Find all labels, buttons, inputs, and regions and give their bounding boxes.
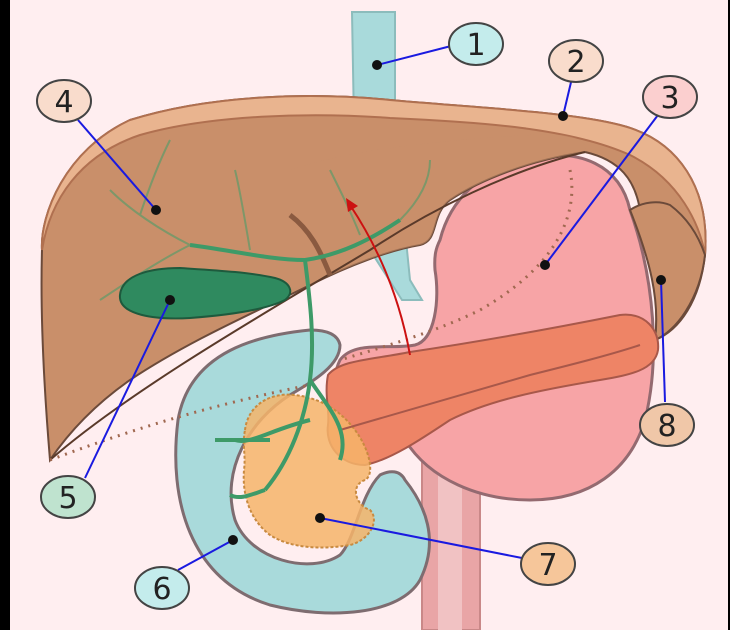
label-1: 1 bbox=[448, 22, 504, 66]
leader-dot-6 bbox=[228, 535, 238, 545]
label-7: 7 bbox=[520, 542, 576, 586]
label-5: 5 bbox=[40, 475, 96, 519]
red-arrow bbox=[349, 204, 411, 356]
label-8: 8 bbox=[639, 403, 695, 447]
leader-dot-2 bbox=[558, 111, 568, 121]
leader-dot-7 bbox=[315, 513, 325, 523]
aorta-inner bbox=[438, 450, 462, 630]
label-2-bubble bbox=[548, 39, 604, 83]
digestive-organs-diagram: 1 2 3 4 5 6 7 8 bbox=[36, 11, 707, 630]
label-3-bubble bbox=[642, 75, 698, 119]
leader-line-6 bbox=[177, 539, 234, 571]
liver-capsule bbox=[40, 95, 707, 256]
liver-fissure bbox=[49, 151, 586, 461]
pancreatic-duct bbox=[339, 344, 641, 431]
label-1-text: 1 bbox=[466, 28, 485, 63]
label-2: 2 bbox=[548, 39, 604, 83]
leader-dot-5 bbox=[165, 295, 175, 305]
label-8-bubble bbox=[639, 403, 695, 447]
bile-duct-tree bbox=[189, 218, 402, 500]
dotted-outline bbox=[49, 169, 574, 462]
liver-right-lobe bbox=[628, 201, 707, 342]
label-7-text: 7 bbox=[538, 548, 557, 583]
liver-overlay bbox=[290, 134, 586, 290]
red-arrow-head bbox=[346, 198, 358, 212]
label-7-bubble bbox=[520, 542, 576, 586]
leader-line-4 bbox=[77, 119, 157, 211]
liver-vessel-branches bbox=[99, 139, 431, 301]
leader-dot-8 bbox=[656, 275, 666, 285]
leader-dot-1 bbox=[372, 60, 382, 70]
label-8-text: 8 bbox=[657, 409, 676, 444]
leader-line-3 bbox=[544, 114, 659, 266]
label-6-text: 6 bbox=[152, 572, 171, 607]
diagram-frame: 1 2 3 4 5 6 7 8 bbox=[10, 0, 728, 630]
label-4-bubble bbox=[36, 79, 92, 123]
label-4: 4 bbox=[36, 79, 92, 123]
label-2-text: 2 bbox=[566, 45, 585, 80]
leader-dot-3 bbox=[540, 260, 550, 270]
leader-line-2 bbox=[562, 77, 573, 117]
gallbladder bbox=[118, 266, 292, 320]
label-6-bubble bbox=[134, 566, 190, 610]
leader-line-1 bbox=[376, 44, 456, 66]
label-3-text: 3 bbox=[660, 81, 679, 116]
leader-line-5 bbox=[84, 299, 171, 479]
liver-ligament bbox=[288, 213, 333, 276]
label-4-text: 4 bbox=[54, 85, 73, 120]
label-5-bubble bbox=[40, 475, 96, 519]
leader-line-7 bbox=[319, 517, 523, 559]
leader-dot-4 bbox=[151, 205, 161, 215]
label-5-text: 5 bbox=[58, 481, 77, 516]
label-1-bubble bbox=[448, 22, 504, 66]
leader-line-8 bbox=[660, 279, 666, 403]
label-3: 3 bbox=[642, 75, 698, 119]
label-6: 6 bbox=[134, 566, 190, 610]
